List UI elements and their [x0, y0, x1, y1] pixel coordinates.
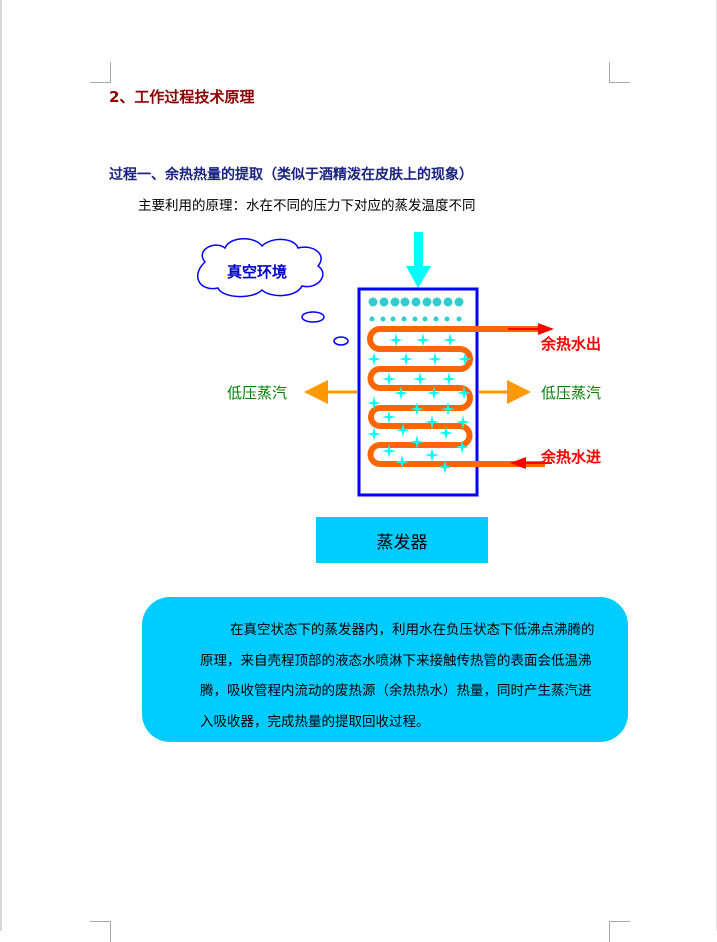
- water-in-label: 余热水进: [540, 448, 601, 466]
- steam-left-label: 低压蒸汽: [227, 384, 287, 402]
- margin-corner-br: [609, 921, 630, 942]
- water-out-label: 余热水出: [540, 335, 601, 353]
- margin-corner-tr: [609, 62, 630, 83]
- water-inlet-arrow: [406, 232, 431, 288]
- spray-nozzles: [368, 297, 464, 322]
- description-callout: 在真空状态下的蒸发器内，利用水在负压状态下低沸点沸腾的原理，来自壳程顶部的液态水…: [142, 597, 628, 742]
- cloud-label: 真空环境: [227, 263, 287, 281]
- evaporator-diagram: 真空环境 低压蒸汽 低压蒸汽 余热水出 余热水进: [197, 232, 601, 497]
- margin-corner-tl: [90, 62, 111, 83]
- section-heading: 2、工作过程技术原理: [109, 88, 255, 106]
- margin-corner-bl: [90, 921, 111, 942]
- cloud-icon: [197, 238, 370, 366]
- process-heading: 过程一、余热热量的提取（类似于酒精泼在皮肤上的现象）: [109, 167, 473, 183]
- evaporator-label: 蒸发器: [316, 517, 488, 563]
- evaporator-shell: [357, 287, 479, 497]
- steam-right-label: 低压蒸汽: [541, 384, 601, 402]
- principle-text: 主要利用的原理：水在不同的压力下对应的蒸发温度不同: [138, 198, 476, 214]
- page-left-edge: [0, 0, 2, 931]
